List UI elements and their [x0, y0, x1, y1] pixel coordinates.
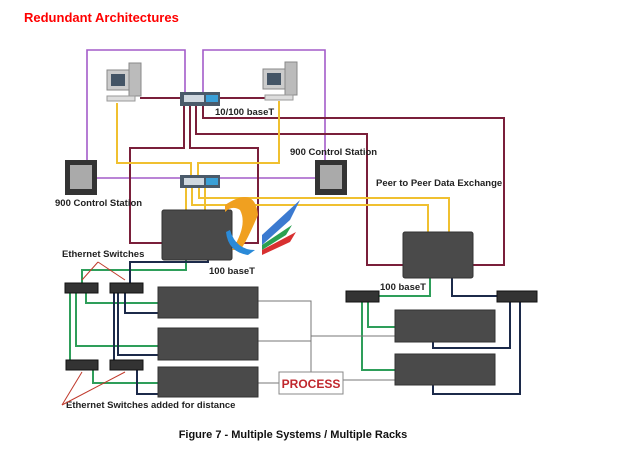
logo-watermark	[225, 197, 300, 255]
process-box	[278, 371, 344, 395]
controller-racks	[157, 209, 496, 398]
control-station-icon	[65, 160, 97, 195]
process-links	[258, 300, 395, 384]
purple-links	[86, 49, 326, 179]
annotation-arrows	[61, 261, 126, 406]
top-switch-speed-label: 10/100 baseT	[215, 107, 274, 118]
top-switch	[180, 92, 220, 106]
peer-exchange-label: Peer to Peer Data Exchange	[376, 178, 502, 189]
ethernet-switches	[64, 282, 538, 371]
control-station-left-label: 900 Control Station	[55, 198, 142, 209]
ethernet-switches-label: Ethernet Switches	[62, 249, 144, 260]
computer-icon	[106, 62, 142, 102]
computer-icon	[262, 61, 298, 101]
baset-right-label: 100 baseT	[380, 282, 426, 293]
yellow-links	[116, 101, 450, 240]
figure-caption: Figure 7 - Multiple Systems / Multiple R…	[179, 429, 408, 441]
process-label: PROCESS	[282, 377, 341, 391]
control-station-icon	[315, 160, 347, 195]
control-station-right-label: 900 Control Station	[290, 147, 377, 158]
ethernet-switches-distance-label: Ethernet Switches added for distance	[66, 400, 235, 411]
middle-switch	[180, 175, 220, 188]
page-title: Redundant Architectures	[24, 10, 179, 25]
baset-center-label: 100 baseT	[209, 266, 255, 277]
